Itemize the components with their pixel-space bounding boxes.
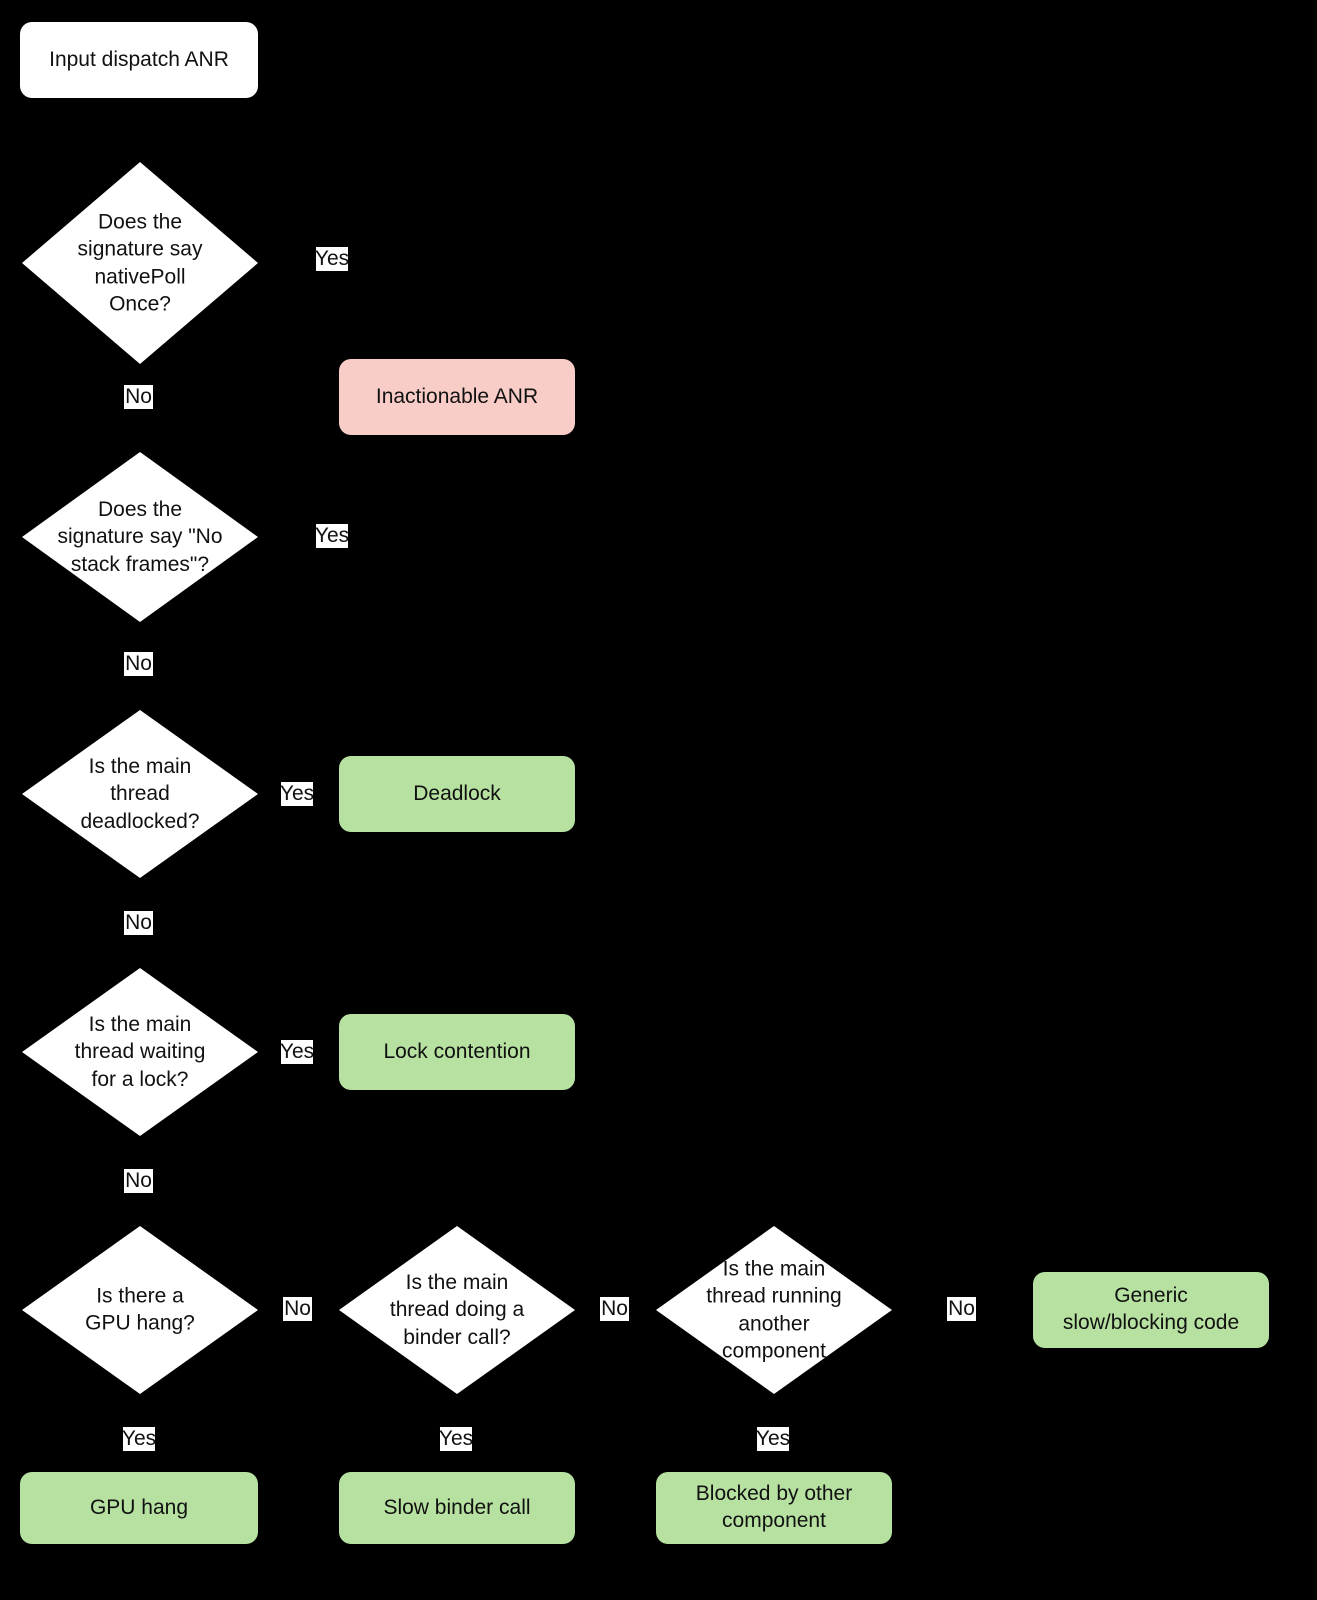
diamond-shape <box>22 710 258 878</box>
node-generic-slow-blocking-code-label: Generic slow/blocking code <box>1062 1284 1240 1334</box>
diamond-shape <box>22 162 258 364</box>
node-blocked-by-other-component-label: Blocked by other component <box>695 1482 853 1532</box>
edge-label-othercomponent-yes: Yes <box>755 1426 791 1451</box>
edge-label-bindercall-yes: Yes <box>438 1426 474 1451</box>
diamond-shape <box>656 1226 892 1394</box>
node-deadlock-label: Deadlock <box>413 781 501 805</box>
diamond-shape <box>22 968 258 1136</box>
edge-label-bindercall-no: No <box>600 1296 629 1321</box>
node-q-binder-call[interactable]: Is the main thread doing a binder call? <box>339 1226 575 1394</box>
edge-label-othercomponent-no: No <box>947 1296 976 1321</box>
edge-label-nativepollonce-yes: Yes <box>314 246 350 271</box>
edge-label-gpuhang-no: No <box>283 1296 312 1321</box>
node-inactionable-anr[interactable]: Inactionable ANR <box>339 359 575 435</box>
node-input-dispatch-anr[interactable]: Input dispatch ANR <box>20 22 258 98</box>
edge-label-nostackframes-no: No <box>124 651 153 676</box>
edge-label-nativepollonce-no: No <box>124 384 153 409</box>
node-q-gpu-hang[interactable]: Is there a GPU hang? <box>22 1226 258 1394</box>
node-lock-contention-label: Lock contention <box>383 1039 531 1063</box>
node-input-dispatch-anr-label: Input dispatch ANR <box>49 47 229 71</box>
edge-q1-yes-down <box>456 262 459 358</box>
edge-q1-no-to-q2 <box>138 364 141 454</box>
edge-label-nostackframes-yes: Yes <box>314 523 350 548</box>
node-q-nativepollonce[interactable]: Does the signature say nativePoll Once? <box>22 162 258 364</box>
edge-label-waitinglock-no: No <box>124 1168 153 1193</box>
node-slow-binder-call-label: Slow binder call <box>383 1495 531 1519</box>
node-q-deadlocked[interactable]: Is the main thread deadlocked? <box>22 710 258 878</box>
diamond-shape <box>22 1226 258 1394</box>
node-gpu-hang[interactable]: GPU hang <box>20 1472 258 1544</box>
edge-label-gpuhang-yes: Yes <box>121 1426 157 1451</box>
node-generic-slow-blocking-code[interactable]: Generic slow/blocking code <box>1033 1272 1269 1348</box>
node-q-waiting-for-lock[interactable]: Is the main thread waiting for a lock? <box>22 968 258 1136</box>
node-lock-contention[interactable]: Lock contention <box>339 1014 575 1090</box>
node-blocked-by-other-component[interactable]: Blocked by other component <box>656 1472 892 1544</box>
edge-start-to-q1 <box>138 98 141 162</box>
node-deadlock[interactable]: Deadlock <box>339 756 575 832</box>
diamond-shape <box>22 452 258 622</box>
diamond-shape <box>339 1226 575 1394</box>
node-q-no-stack-frames[interactable]: Does the signature say "No stack frames"… <box>22 452 258 622</box>
node-gpu-hang-label: GPU hang <box>89 1495 189 1519</box>
edge-q1-yes-to-inactionable <box>258 262 458 265</box>
edge-label-deadlocked-yes: Yes <box>279 781 315 806</box>
edge-label-deadlocked-no: No <box>124 910 153 935</box>
node-q-other-component[interactable]: Is the main thread running another compo… <box>656 1226 892 1394</box>
node-inactionable-anr-label: Inactionable ANR <box>375 384 539 408</box>
node-slow-binder-call[interactable]: Slow binder call <box>339 1472 575 1544</box>
edge-label-waitinglock-yes: Yes <box>279 1039 315 1064</box>
